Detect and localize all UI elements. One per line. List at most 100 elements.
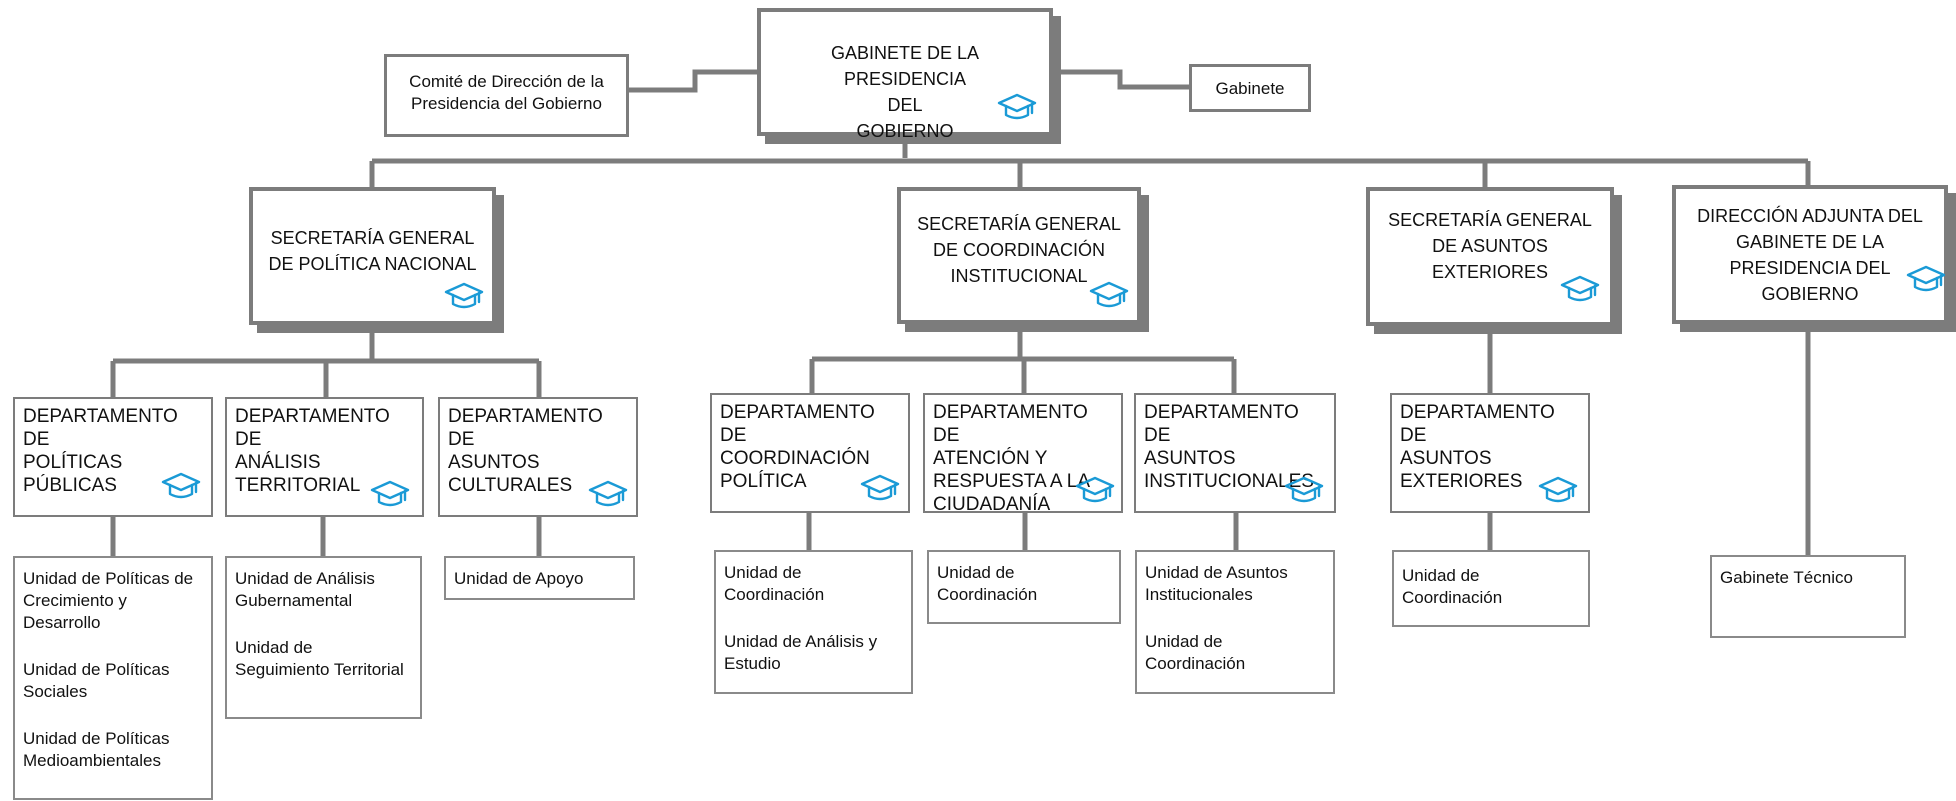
unit-line: Coordinación — [937, 585, 1038, 604]
node-title-line: TERRITORIAL — [235, 475, 361, 496]
unit-line: Unidad de Apoyo — [454, 569, 584, 588]
unit-line: Crecimiento y — [23, 591, 127, 610]
node-title-line: SECRETARÍA GENERAL — [1388, 210, 1592, 230]
connector-gabinete — [1055, 69, 1189, 90]
node-title-line: DE ASUNTOS — [1432, 236, 1548, 256]
node-sec-coordinacion-institucional: SECRETARÍA GENERAL DE COORDINACIÓN INSTI… — [897, 187, 1141, 324]
node-title-line: RESPUESTA A LA — [933, 471, 1091, 492]
node-direccion-adjunta: DIRECCIÓN ADJUNTA DEL GABINETE DE LA PRE… — [1672, 185, 1948, 324]
unit-line: Unidad de Asuntos — [1145, 563, 1288, 582]
unit-line: Medioambientales — [23, 751, 161, 770]
unit-line: Unidad de Políticas de — [23, 569, 194, 588]
node-title-line: INSTITUCIONAL — [950, 266, 1088, 286]
unit-item: Unidad de Análisis y Estudio — [724, 631, 905, 675]
node-title-line: ASUNTOS — [448, 452, 540, 473]
connector-comite — [629, 69, 757, 93]
node-title-line: INSTITUCIONALES — [1144, 471, 1314, 492]
unit-line: Unidad de Análisis y — [724, 632, 878, 651]
node-title-line: GABINETE DE LA PRESIDENCIA — [830, 43, 980, 89]
node-gabinete: Gabinete — [1189, 64, 1311, 112]
node-dept-atencion-ciudadania: DEPARTAMENTO DE ATENCIÓN Y RESPUESTA A L… — [923, 393, 1123, 515]
node-unit-exteriores: Unidad de Coordinación — [1392, 550, 1590, 627]
node-title-line: EXTERIORES — [1431, 262, 1549, 282]
node-title-line: DIRECCIÓN ADJUNTA DEL — [1697, 206, 1923, 226]
unit-line: Coordinación — [1145, 654, 1246, 673]
node-title-line: ASUNTOS — [1400, 448, 1492, 469]
node-title-line: DE POLÍTICA NACIONAL — [268, 254, 477, 274]
node-title-line: DEPARTAMENTO DE — [448, 406, 603, 450]
unit-line: Unidad de — [724, 563, 802, 582]
unit-item: Unidad de Coordinación — [937, 562, 1113, 606]
node-title-line: ASUNTOS — [1144, 448, 1236, 469]
unit-line: Unidad de Políticas — [23, 660, 170, 679]
node-title-line: SECRETARÍA GENERAL — [917, 214, 1121, 234]
node-title-line: DEPARTAMENTO DE — [720, 402, 875, 446]
node-unit-analisis: Unidad de Análisis Gubernamental Unidad … — [225, 556, 422, 719]
node-unit-politicas: Unidad de Políticas de Crecimiento y Des… — [13, 556, 213, 800]
node-title-line: Comité de Dirección de la — [409, 72, 604, 91]
unit-item: Gabinete Técnico — [1720, 567, 1898, 589]
unit-item: Unidad de Políticas Sociales — [23, 659, 205, 703]
unit-item: Unidad de Análisis Gubernamental — [235, 568, 414, 612]
unit-line: Unidad de — [937, 563, 1015, 582]
graduation-cap-icon — [1284, 476, 1324, 503]
unit-line: Coordinación — [724, 585, 825, 604]
node-title-line: GABINETE DE LA — [1735, 232, 1885, 252]
unit-line: Unidad de — [1402, 566, 1480, 585]
node-title-line: GOBIERNO — [856, 121, 954, 141]
node-title-line: DEPARTAMENTO DE — [1400, 402, 1555, 446]
unit-line: Unidad de — [235, 638, 313, 657]
unit-line: Estudio — [724, 654, 781, 673]
node-title-line: CULTURALES — [448, 475, 573, 496]
node-title-line: ATENCIÓN Y — [933, 448, 1048, 469]
unit-item: Unidad de Seguimiento Territorial — [235, 637, 414, 681]
unit-item: Unidad de Políticas Medioambientales — [23, 728, 205, 772]
node-unit-gabinete-tecnico: Gabinete Técnico — [1710, 555, 1906, 638]
node-title-line: SECRETARÍA GENERAL — [270, 228, 475, 248]
node-unit-culturales: Unidad de Apoyo — [444, 556, 635, 600]
graduation-cap-icon — [444, 282, 484, 309]
node-title-line: DEPARTAMENTO DE — [235, 406, 390, 450]
node-title-line: DEPARTAMENTO DE — [933, 402, 1088, 446]
unit-line: Gabinete Técnico — [1720, 568, 1853, 587]
unit-item: Unidad de Políticas de Crecimiento y Des… — [23, 568, 205, 634]
node-title-line: PRESIDENCIA DEL — [1729, 258, 1891, 278]
unit-item: Unidad de Coordinación — [724, 562, 905, 606]
node-dept-asuntos-institucionales: DEPARTAMENTO DE ASUNTOS INSTITUCIONALES — [1134, 393, 1336, 513]
unit-line: Unidad de — [1145, 632, 1223, 651]
node-dept-coordinacion-politica: DEPARTAMENTO DE COORDINACIÓN POLÍTICA — [710, 393, 910, 513]
node-title-line: ANÁLISIS — [235, 452, 321, 473]
node-title-line: POLÍTICAS PÚBLICAS — [23, 452, 123, 496]
graduation-cap-icon — [1538, 476, 1578, 503]
unit-line: Gubernamental — [235, 591, 353, 610]
node-sec-politica-nacional: SECRETARÍA GENERAL DE POLÍTICA NACIONAL — [249, 187, 496, 325]
unit-line: Seguimiento Territorial — [235, 660, 404, 679]
graduation-cap-icon — [1089, 281, 1129, 308]
unit-item: Unidad de Asuntos Institucionales — [1145, 562, 1327, 606]
unit-line: Sociales — [23, 682, 88, 701]
node-dept-asuntos-exteriores: DEPARTAMENTO DE ASUNTOS EXTERIORES — [1390, 393, 1590, 513]
node-unit-institucionales: Unidad de Asuntos Institucionales Unidad… — [1135, 550, 1335, 694]
graduation-cap-icon — [588, 480, 628, 507]
graduation-cap-icon — [161, 472, 201, 499]
node-title-line: DEPARTAMENTO DE — [23, 406, 178, 450]
graduation-cap-icon — [1075, 476, 1115, 503]
node-comite-direccion: Comité de Dirección de la Presidencia de… — [384, 54, 629, 137]
node-dept-politicas-publicas: DEPARTAMENTO DE POLÍTICAS PÚBLICAS — [13, 397, 213, 517]
graduation-cap-icon — [1906, 265, 1946, 292]
node-title-line: DEL — [887, 95, 923, 115]
node-title-line: Presidencia del Gobierno — [411, 94, 602, 113]
unit-line: Unidad de Análisis — [235, 569, 375, 588]
node-dept-asuntos-culturales: DEPARTAMENTO DE ASUNTOS CULTURALES — [438, 397, 638, 517]
node-title-line: GOBIERNO — [1761, 284, 1859, 304]
graduation-cap-icon — [370, 480, 410, 507]
node-dept-analisis-territorial: DEPARTAMENTO DE ANÁLISIS TERRITORIAL — [225, 397, 424, 517]
node-title-line: Gabinete — [1215, 79, 1285, 98]
graduation-cap-icon — [1560, 275, 1600, 302]
node-unit-coordinacion-politica: Unidad de Coordinación Unidad de Análisi… — [714, 550, 913, 694]
node-title-line: CIUDADANÍA — [933, 494, 1051, 515]
unit-line: Institucionales — [1145, 585, 1253, 604]
unit-item: Unidad de Coordinación — [1145, 631, 1327, 675]
node-title-line: EXTERIORES — [1400, 471, 1523, 492]
